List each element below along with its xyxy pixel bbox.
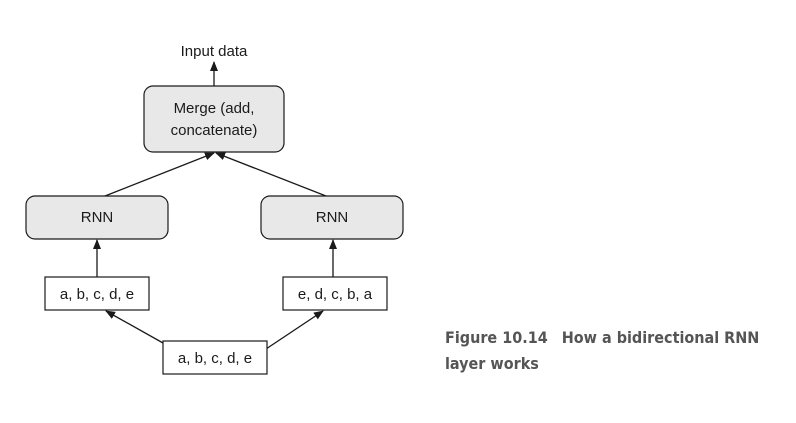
rnn-left-to-merge-arrow [104, 152, 215, 197]
input-seq-box: a, b, c, d, e [162, 340, 268, 375]
input-seq-label: a, b, c, d, e [178, 350, 252, 367]
rnn-right-label: RNN [316, 209, 349, 226]
seq-forward-label: a, b, c, d, e [60, 286, 134, 303]
merge-node: Merge (add, concatenate) [143, 85, 285, 153]
figure-caption-text: How a bidirectional RNN layer works [445, 328, 760, 373]
rnn-right-to-merge-arrow [215, 152, 327, 197]
seq-forward-box: a, b, c, d, e [44, 276, 150, 311]
rnn-right-node: RNN [260, 195, 404, 240]
input-to-seq-reversed-arrow [265, 310, 324, 350]
seq-reversed-label: e, d, c, b, a [298, 286, 373, 303]
figure-number: Figure 10.14 [445, 328, 548, 347]
merge-label-line2: concatenate) [171, 122, 258, 139]
rnn-left-node: RNN [25, 195, 169, 240]
rnn-left-label: RNN [81, 209, 114, 226]
output-label: Input data [181, 43, 248, 60]
merge-label-line1: Merge (add, [174, 100, 255, 117]
seq-reversed-box: e, d, c, b, a [282, 276, 388, 311]
input-to-seq-forward-arrow [105, 310, 164, 344]
